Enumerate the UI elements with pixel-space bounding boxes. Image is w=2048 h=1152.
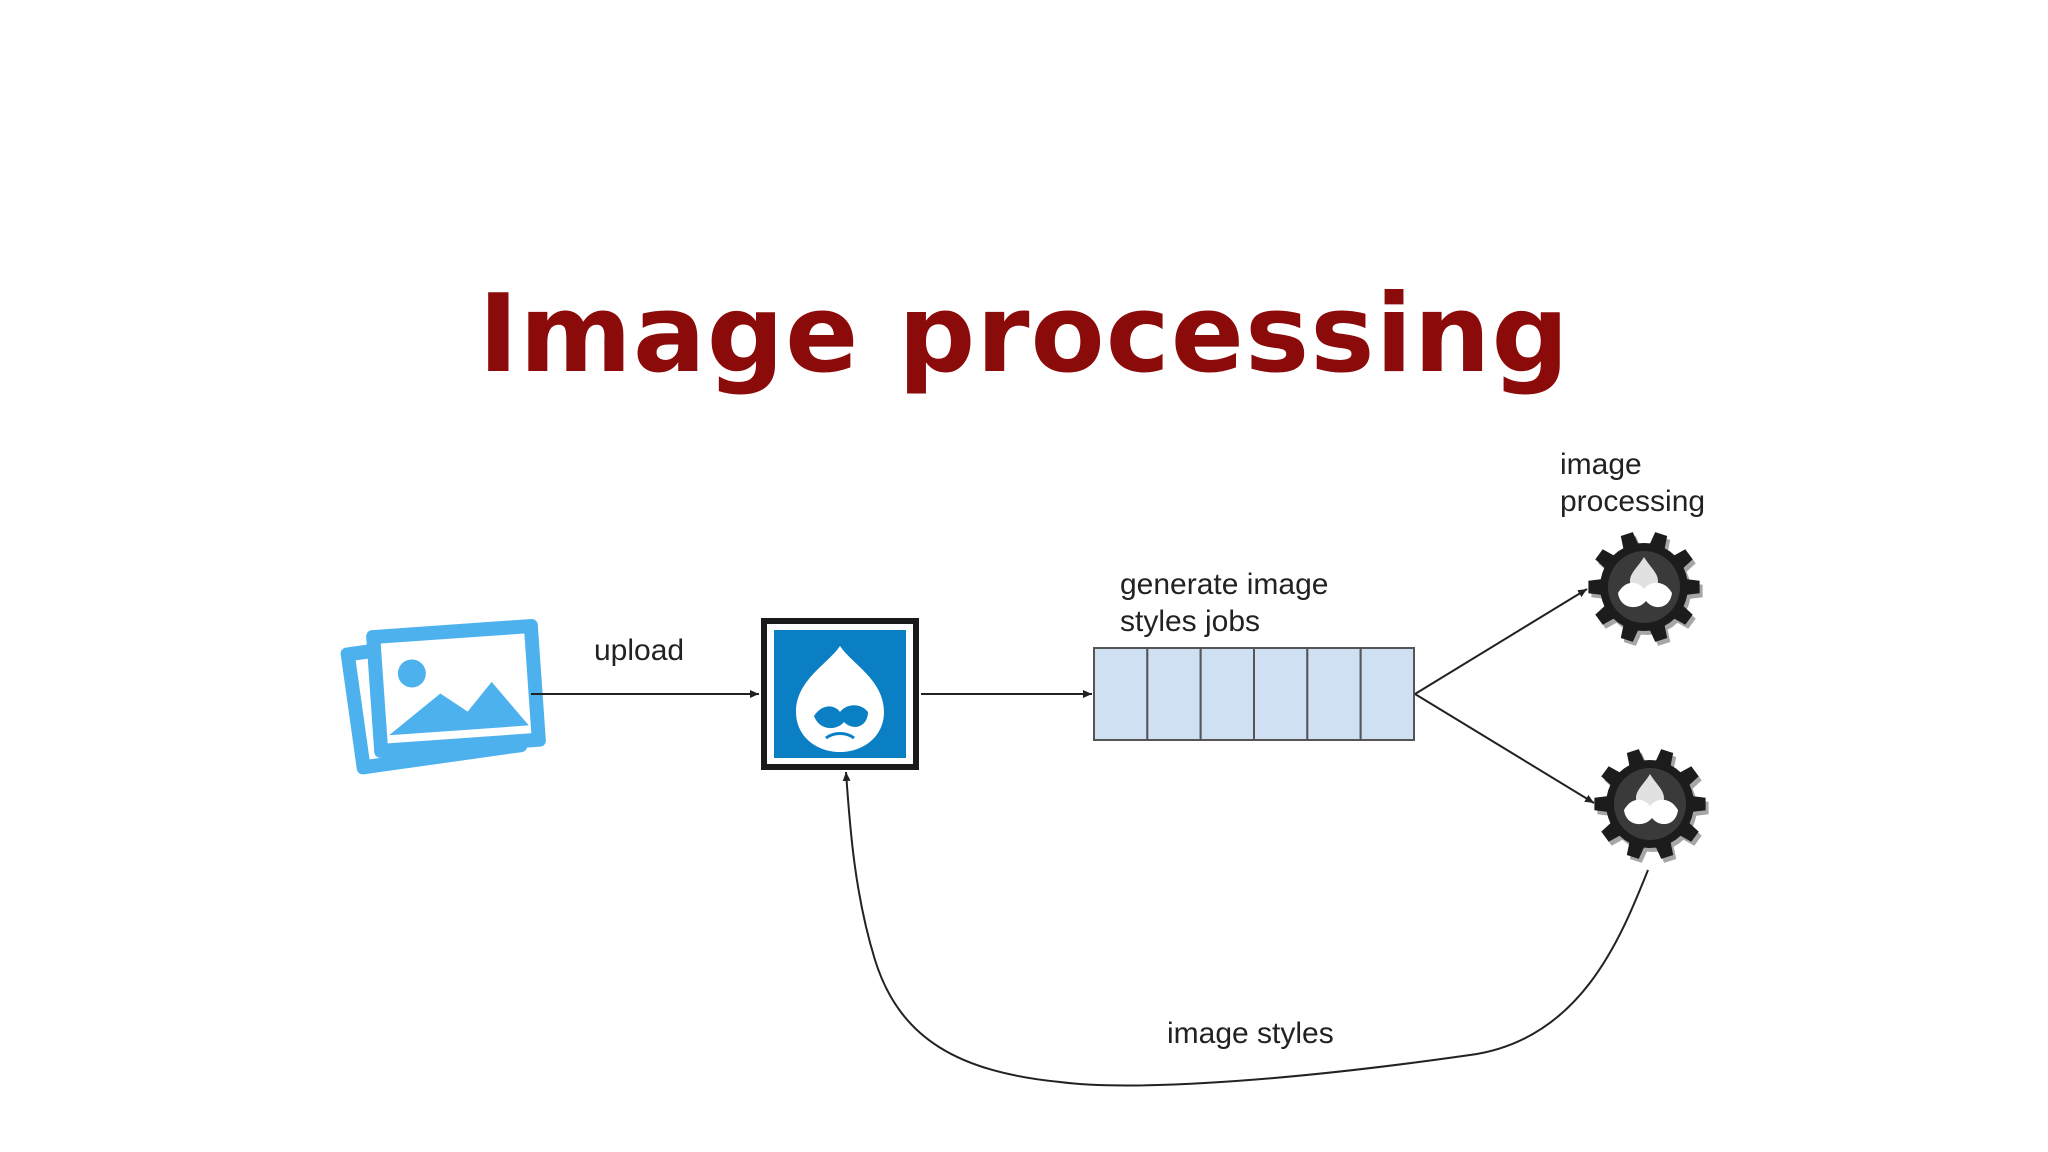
worker-label-line2: processing <box>1560 485 1706 518</box>
drupal-drop-icon <box>761 618 919 770</box>
drupal-gear-icon <box>1594 749 1709 863</box>
queue-slot <box>1359 647 1415 741</box>
slide-title: Image processing <box>478 272 1570 397</box>
queue-label-line2: styles jobs <box>1120 605 1261 638</box>
queue-slot <box>1253 647 1309 741</box>
drupal-gear-icon <box>1588 532 1703 646</box>
queue-slot <box>1093 647 1149 741</box>
worker-label-line1: image <box>1560 448 1642 481</box>
return-label: image styles <box>1167 1017 1334 1050</box>
images-icon <box>340 618 546 775</box>
upload-label: upload <box>594 634 685 667</box>
worker-arrow-top <box>1414 588 1588 695</box>
worker-arrow-bottom <box>1414 693 1595 804</box>
image-styles-return-arrow <box>842 771 1649 1087</box>
job-queue <box>1093 647 1415 741</box>
queue-slot <box>1146 647 1202 741</box>
queue-label-line1: generate image <box>1120 568 1329 601</box>
queue-slot <box>1306 647 1362 741</box>
queue-slot <box>1199 647 1255 741</box>
